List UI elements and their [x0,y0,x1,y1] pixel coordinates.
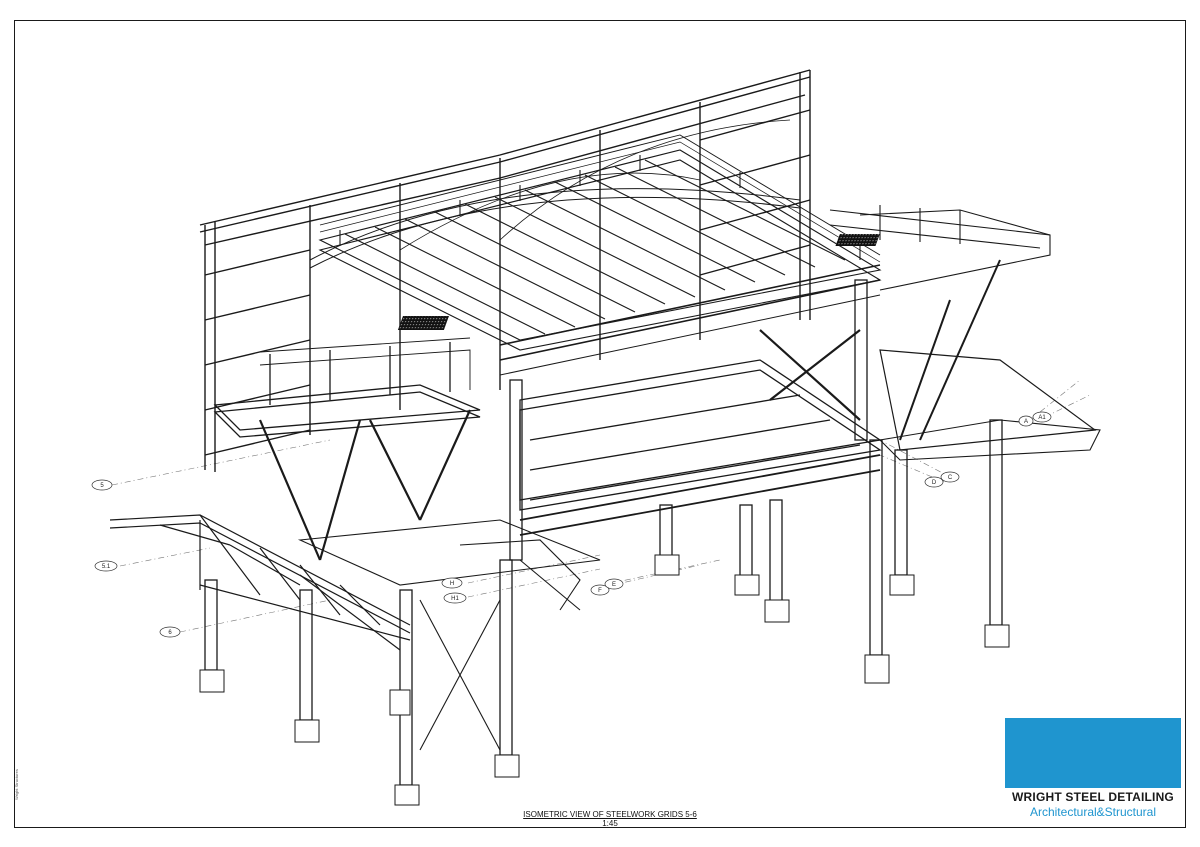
logo-company-name: WRIGHT STEEL DETAILING [1012,790,1174,804]
grid-label-d: D [932,480,937,486]
bracing-members [258,329,861,751]
grid-label-f: F [598,588,602,594]
grid-label-c: C [948,475,953,481]
roof-platform [318,134,882,376]
logo-blue-panel [1005,718,1181,788]
back-wall-frame [199,69,811,472]
base-plates [199,554,1010,806]
grid-label-6: 6 [168,630,172,636]
left-truss [109,514,411,651]
grid-label-h: H [450,581,454,587]
drawing-title-block: ISOMETRIC VIEW OF STEELWORK GRIDS 5-6 1:… [470,810,750,828]
columns [204,279,1003,786]
grid-label-a1: A1 [1038,415,1046,421]
grating-panel [397,316,449,330]
grid-label-e: E [612,582,616,588]
right-walkway [829,205,1101,461]
grid-label-5-1: 5.1 [102,564,111,570]
company-logo: WRIGHT STEEL DETAILING Architectural&Str… [1002,716,1184,826]
grid-bubbles [91,411,1052,638]
grid-label-a: A [1024,419,1028,425]
main-floor-frame [213,337,882,536]
grid-bubble-labels: 5 5.1 6 H H1 F E D C A A1 [100,415,1046,636]
stair-landing [297,519,601,611]
grid-label-h1: H1 [451,596,459,602]
drawing-sheet-border [14,20,1186,828]
grating-panel [835,234,880,246]
side-note: Wright Structures [14,769,19,800]
grid-label-5: 5 [100,483,104,489]
drawing-scale: 1:45 [602,819,618,828]
drawing-title: ISOMETRIC VIEW OF STEELWORK GRIDS 5-6 [523,810,697,819]
logo-tagline: Architectural&Structural [1029,805,1157,819]
